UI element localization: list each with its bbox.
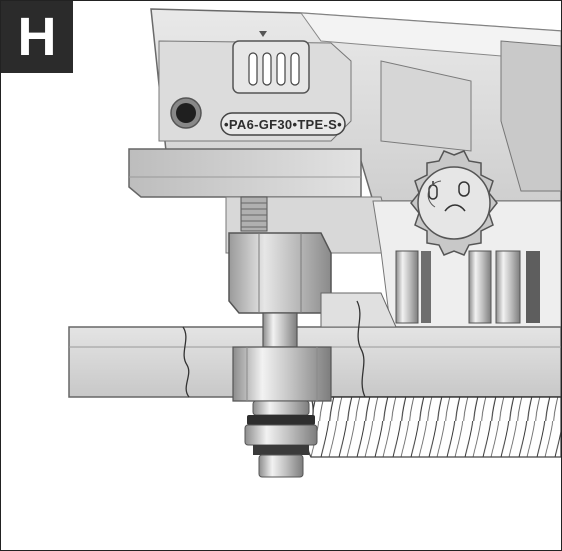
guide-rods <box>395 250 540 324</box>
figure-label: H <box>17 7 57 67</box>
adjustment-knob <box>410 150 498 256</box>
wood-piece <box>307 396 561 458</box>
material-marking: •PA6-GF30•TPE-S• <box>220 112 346 136</box>
router-spindle <box>232 312 332 478</box>
screw-hole <box>170 97 202 129</box>
hex-nut <box>228 196 332 314</box>
figure-label-badge: H <box>1 1 73 73</box>
svg-text:•PA6-GF30•TPE-S•: •PA6-GF30•TPE-S• <box>224 117 342 132</box>
